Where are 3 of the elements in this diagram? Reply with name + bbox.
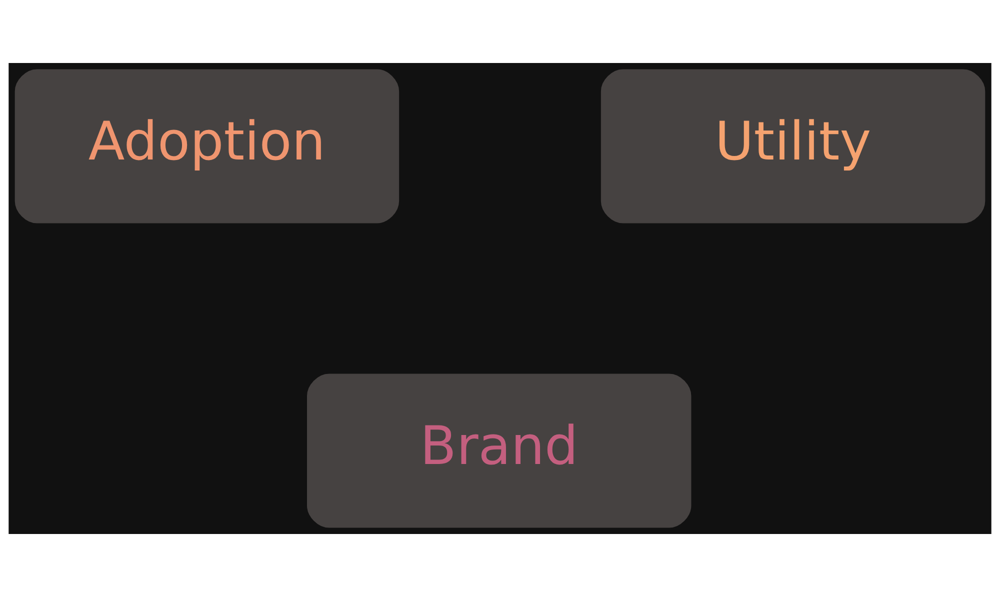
node-box: Adoption [14,69,400,224]
node-box: Utility [600,69,986,224]
node-box: Brand [307,374,692,528]
